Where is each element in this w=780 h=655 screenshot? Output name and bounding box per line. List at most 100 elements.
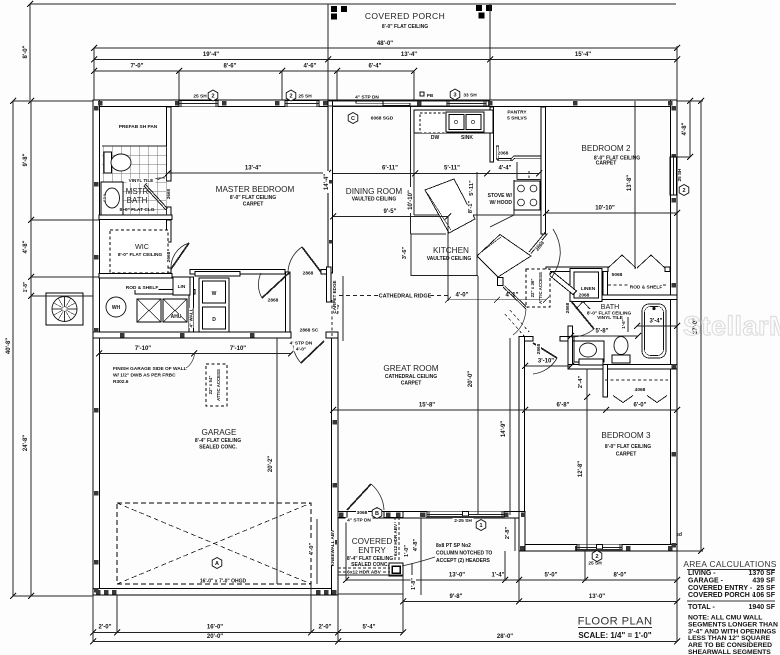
svg-text:2: 2 <box>289 93 292 99</box>
svg-text:6'-8": 6'-8" <box>557 403 570 409</box>
svg-text:CARPET EDGE: CARPET EDGE <box>332 280 337 313</box>
svg-text:4'-0": 4'-0" <box>456 293 469 299</box>
svg-text:5068: 5068 <box>612 272 623 278</box>
svg-text:2868 SC: 2868 SC <box>300 328 319 334</box>
svg-text:1'-8": 1'-8" <box>23 281 29 292</box>
svg-text:5'-11": 5'-11" <box>469 180 475 196</box>
svg-text:4'-0": 4'-0" <box>296 347 306 353</box>
svg-text:25 SH: 25 SH <box>588 561 602 567</box>
svg-text:8'-6": 8'-6" <box>224 64 237 70</box>
svg-text:14'-9": 14'-9" <box>501 421 507 437</box>
svg-text:12'-8": 12'-8" <box>578 461 584 477</box>
svg-text:13'-0": 13'-0" <box>589 594 605 600</box>
svg-text:CARPET: CARPET <box>616 452 637 458</box>
svg-text:1940 SF: 1940 SF <box>749 604 776 611</box>
svg-text:28'-0": 28'-0" <box>497 634 513 640</box>
svg-text:ENTRY: ENTRY <box>358 546 386 555</box>
svg-text:1370 SF: 1370 SF <box>749 570 776 577</box>
svg-text:8'-4" FLAT CEILING: 8'-4" FLAT CEILING <box>195 438 241 444</box>
svg-text:2668: 2668 <box>166 188 171 199</box>
svg-text:2868: 2868 <box>536 343 542 354</box>
svg-text:W/ 1/2" DWB AS PER FRBC: W/ 1/2" DWB AS PER FRBC <box>113 373 176 379</box>
svg-text:20'-2": 20'-2" <box>268 456 274 472</box>
svg-text:3'-4": 3'-4" <box>650 319 663 325</box>
svg-text:CARPET: CARPET <box>401 381 422 387</box>
svg-text:STOVE W/: STOVE W/ <box>488 193 513 199</box>
svg-text:13'-4": 13'-4" <box>245 166 261 172</box>
svg-text:25 SH: 25 SH <box>677 168 682 181</box>
svg-text:NOTE: ALL CMU WALL: NOTE: ALL CMU WALL <box>688 615 762 622</box>
svg-text:PREFAB SH PAN: PREFAB SH PAN <box>119 124 158 130</box>
svg-text:BATH: BATH <box>127 196 148 205</box>
svg-text:8x8 PT SP No2: 8x8 PT SP No2 <box>436 543 471 549</box>
svg-text:COVERED ENTRY -: COVERED ENTRY - <box>688 585 753 592</box>
svg-text:106 SF: 106 SF <box>752 592 775 599</box>
svg-text:20'-0": 20'-0" <box>468 371 474 387</box>
svg-text:22" x 36": 22" x 36" <box>530 279 535 298</box>
svg-text:W: W <box>212 291 217 297</box>
svg-text:W/ HOOD: W/ HOOD <box>490 200 513 206</box>
svg-text:33 SH: 33 SH <box>463 93 477 99</box>
svg-text:3: 3 <box>453 92 456 98</box>
svg-text:10'-10": 10'-10" <box>408 190 414 210</box>
svg-text:6068 SGD: 6068 SGD <box>371 116 394 122</box>
svg-text:4'-0": 4'-0" <box>309 543 315 556</box>
svg-text:439 SF: 439 SF <box>752 578 775 585</box>
svg-text:9'-5": 9'-5" <box>384 209 397 215</box>
svg-text:5'-4": 5'-4" <box>363 625 376 631</box>
svg-text:7'-0": 7'-0" <box>131 64 144 70</box>
svg-text:4'-8": 4'-8" <box>413 539 419 552</box>
svg-text:4'-8": 4'-8" <box>682 122 688 135</box>
svg-text:37'-0": 37'-0" <box>693 318 699 334</box>
svg-text:6'-0": 6'-0" <box>634 403 647 409</box>
svg-text:D: D <box>212 317 216 323</box>
svg-text:25 SF: 25 SF <box>756 585 775 592</box>
svg-text:DINING ROOM: DINING ROOM <box>346 187 403 196</box>
svg-text:CATHEDRAL CEILING: CATHEDRAL CEILING <box>385 374 437 380</box>
svg-text:5 SHLVS: 5 SHLVS <box>507 116 527 122</box>
svg-text:2868: 2868 <box>565 302 571 313</box>
svg-text:19'-4": 19'-4" <box>203 52 219 58</box>
svg-text:16'-0": 16'-0" <box>207 625 223 631</box>
svg-text:8'-0": 8'-0" <box>614 573 627 579</box>
svg-text:5'-0": 5'-0" <box>545 573 558 579</box>
svg-text:15'-4": 15'-4" <box>575 52 591 58</box>
svg-text:5'-11": 5'-11" <box>444 166 460 172</box>
svg-text:20'-0": 20'-0" <box>207 634 223 640</box>
svg-text:6x12 HDR ABV: 6x12 HDR ABV <box>347 570 381 576</box>
svg-text:25 SH: 25 SH <box>298 94 312 100</box>
svg-text:1'-8": 1'-8" <box>411 578 417 590</box>
svg-text:3'-4" AND WITH OPENINGS: 3'-4" AND WITH OPENINGS <box>688 628 777 635</box>
svg-text:LIVING -: LIVING - <box>688 570 716 577</box>
svg-text:6'-11": 6'-11" <box>382 166 398 172</box>
svg-text:COVERED PORCH: COVERED PORCH <box>365 11 445 21</box>
svg-text:13'-8": 13'-8" <box>627 175 633 191</box>
svg-text:4'-4": 4'-4" <box>499 166 512 172</box>
svg-text:8'-0" FLAT CEILING: 8'-0" FLAT CEILING <box>605 444 651 450</box>
svg-text:KNEEWALL ABV: KNEEWALL ABV <box>330 529 335 566</box>
svg-text:sd: sd <box>676 532 682 538</box>
svg-text:VAULTED CEILING: VAULTED CEILING <box>427 256 472 262</box>
svg-text:8'-0" FLAT CEILING: 8'-0" FLAT CEILING <box>118 252 163 258</box>
svg-text:1: 1 <box>479 523 482 529</box>
svg-text:2068: 2068 <box>498 151 509 157</box>
svg-text:MASTER BEDROOM: MASTER BEDROOM <box>216 185 295 194</box>
svg-text:TOTAL -: TOTAL - <box>688 604 716 611</box>
svg-text:WH: WH <box>112 305 121 311</box>
svg-text:BEDROOM 3: BEDROOM 3 <box>601 431 651 440</box>
svg-text:2'-0": 2'-0" <box>99 625 112 631</box>
svg-text:ATTIC ACCESS: ATTIC ACCESS <box>538 272 543 304</box>
svg-text:2: 2 <box>682 188 685 194</box>
svg-text:3068: 3068 <box>357 510 368 516</box>
svg-text:2068: 2068 <box>579 293 590 299</box>
svg-text:LIN: LIN <box>178 284 186 290</box>
svg-text:AHU: AHU <box>171 314 182 320</box>
svg-text:2868: 2868 <box>268 298 279 304</box>
svg-text:VINYL TILE: VINYL TILE <box>129 178 154 183</box>
svg-text:5'-8": 5'-8" <box>596 329 609 335</box>
svg-text:BATH: BATH <box>601 302 620 311</box>
svg-text:PANTRY: PANTRY <box>507 110 527 116</box>
svg-text:14'-4": 14'-4" <box>324 174 330 190</box>
svg-text:8'-0" FLAT CEILING: 8'-0" FLAT CEILING <box>587 311 632 317</box>
svg-text:8'-0" FLAT CEILING: 8'-0" FLAT CEILING <box>594 156 640 162</box>
